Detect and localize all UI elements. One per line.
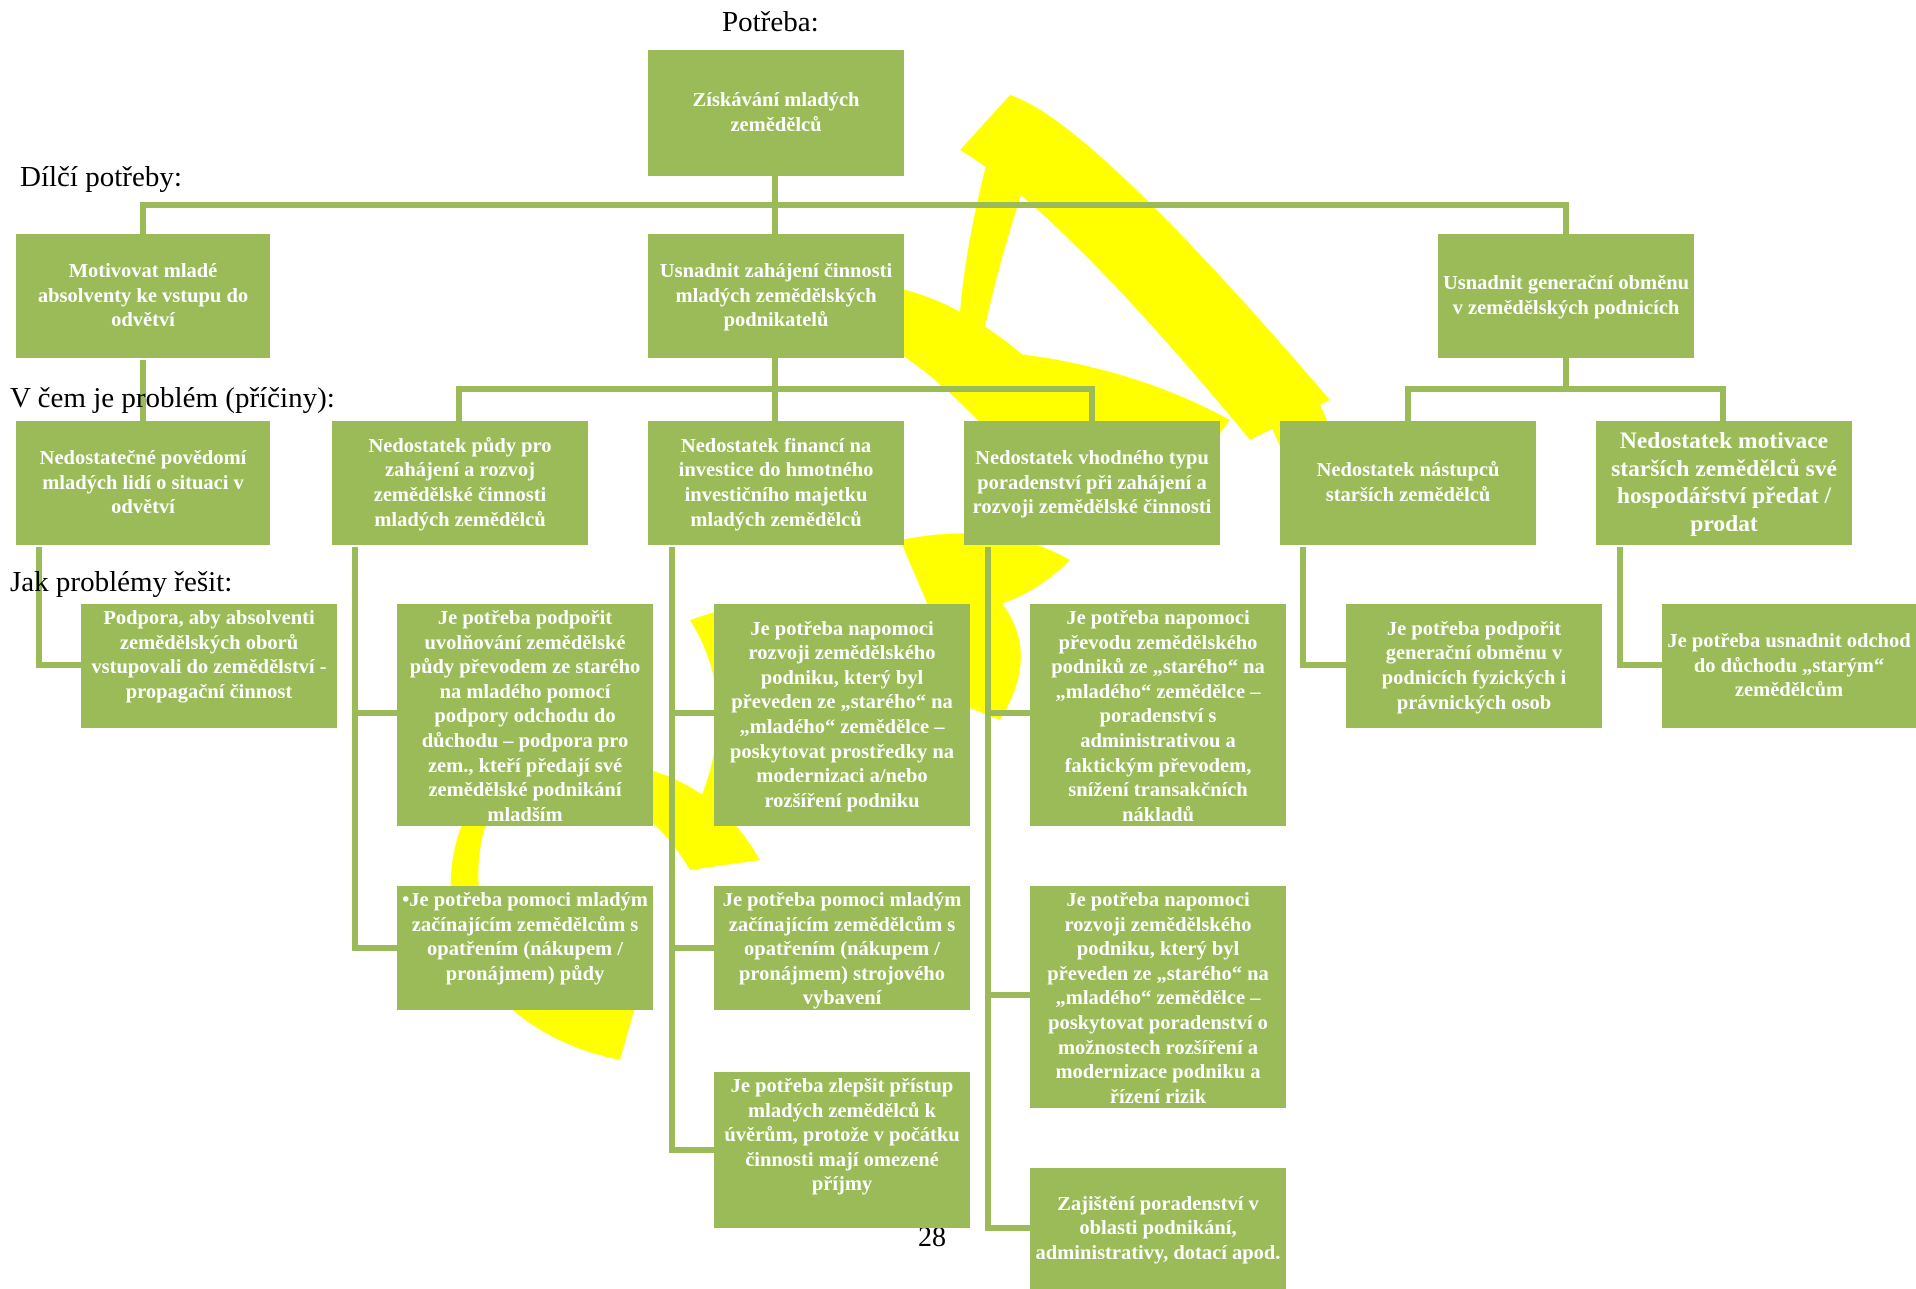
solution-text: Zajištění poradenství v oblasti podnikán…: [1035, 1192, 1281, 1264]
solution-box: Je potřeba zlepšit přístup mladých zeměd…: [714, 1072, 970, 1228]
cause-text: Nedostatek vhodného typu poradenství při…: [972, 447, 1212, 519]
solution-box: Je potřeba podpořit generační obměnu v p…: [1346, 604, 1602, 728]
cause-box: Nedostatek financí na investice do hmotn…: [648, 421, 904, 545]
solution-box: Je potřeba pomoci mladým začínajícím zem…: [714, 886, 970, 1010]
heading-solutions: Jak problémy řešit:: [10, 566, 233, 598]
cause-text: Nedostatek půdy pro zahájení a rozvoj ze…: [368, 434, 552, 531]
solution-text: Je potřeba pomoci mladým začínajícím zem…: [722, 889, 962, 1010]
solution-box: Je potřeba usnadnit odchod do důchodu „s…: [1662, 604, 1916, 728]
sub-need-box: Usnadnit zahájení činnosti mladých zeměd…: [648, 234, 904, 358]
cause-box: Nedostatek vhodného typu poradenství při…: [964, 421, 1220, 545]
sub-need-box: Usnadnit generační obměnu v zemědělských…: [1438, 234, 1694, 358]
solution-text: Je potřeba napomoci rozvoji zemědělského…: [729, 617, 955, 812]
solution-text: Je potřeba podpořit uvolňování zemědělsk…: [409, 607, 641, 826]
sub-need-text: Motivovat mladé absolventy ke vstupu do …: [37, 260, 249, 332]
solution-box: Je potřeba napomoci rozvoji zemědělského…: [714, 604, 970, 826]
solution-box: Je potřeba napomoci rozvoji zemědělského…: [1030, 886, 1286, 1108]
cause-box: Nedostatek nástupců starších zemědělců: [1280, 421, 1536, 545]
solution-box: •Je potřeba pomoci mladým začínajícím ze…: [397, 886, 653, 1010]
root-need-text: Získávání mladých zemědělců: [692, 89, 860, 136]
solution-text: •Je potřeba pomoci mladým začínajícím ze…: [402, 889, 648, 985]
solution-text: Je potřeba podpořit generační obměnu v p…: [1381, 617, 1567, 714]
cause-box: Nedostatečné povědomí mladých lidí o sit…: [16, 421, 270, 545]
sub-need-text: Usnadnit generační obměnu v zemědělských…: [1442, 272, 1690, 319]
sub-need-box: Motivovat mladé absolventy ke vstupu do …: [16, 234, 270, 358]
root-need-box: Získávání mladých zemědělců: [648, 50, 904, 176]
heading-sub-needs: Dílčí potřeby:: [20, 161, 182, 193]
solution-box: Je potřeba napomoci převodu zemědělského…: [1030, 604, 1286, 826]
heading-causes: V čem je problém (příčiny):: [10, 382, 335, 414]
solution-box: Je potřeba podpořit uvolňování zemědělsk…: [397, 604, 653, 826]
cause-box: Nedostatek motivace starších zemědělců s…: [1596, 421, 1852, 545]
solution-text: Je potřeba usnadnit odchod do důchodu „s…: [1667, 630, 1911, 702]
cause-text: Nedostatek financí na investice do hmotn…: [678, 434, 874, 531]
cause-text: Nedostatek motivace starších zemědělců s…: [1611, 428, 1837, 537]
solution-text: Je potřeba zlepšit přístup mladých zeměd…: [724, 1075, 960, 1196]
cause-box: Nedostatek půdy pro zahájení a rozvoj ze…: [332, 421, 588, 545]
cause-text: Nedostatek nástupců starších zemědělců: [1316, 459, 1500, 506]
solution-box: Podpora, aby absolventi zemědělských obo…: [81, 604, 337, 728]
solution-box: Zajištění poradenství v oblasti podnikán…: [1030, 1168, 1286, 1289]
solution-text: Je potřeba napomoci převodu zemědělského…: [1051, 607, 1265, 826]
heading-need: Potřeba:: [722, 6, 819, 38]
solution-text: Podpora, aby absolventi zemědělských obo…: [91, 607, 327, 703]
solution-text: Je potřeba napomoci rozvoji zemědělského…: [1047, 889, 1269, 1108]
sub-need-text: Usnadnit zahájení činnosti mladých zeměd…: [659, 260, 893, 332]
cause-text: Nedostatečné povědomí mladých lidí o sit…: [39, 447, 247, 519]
